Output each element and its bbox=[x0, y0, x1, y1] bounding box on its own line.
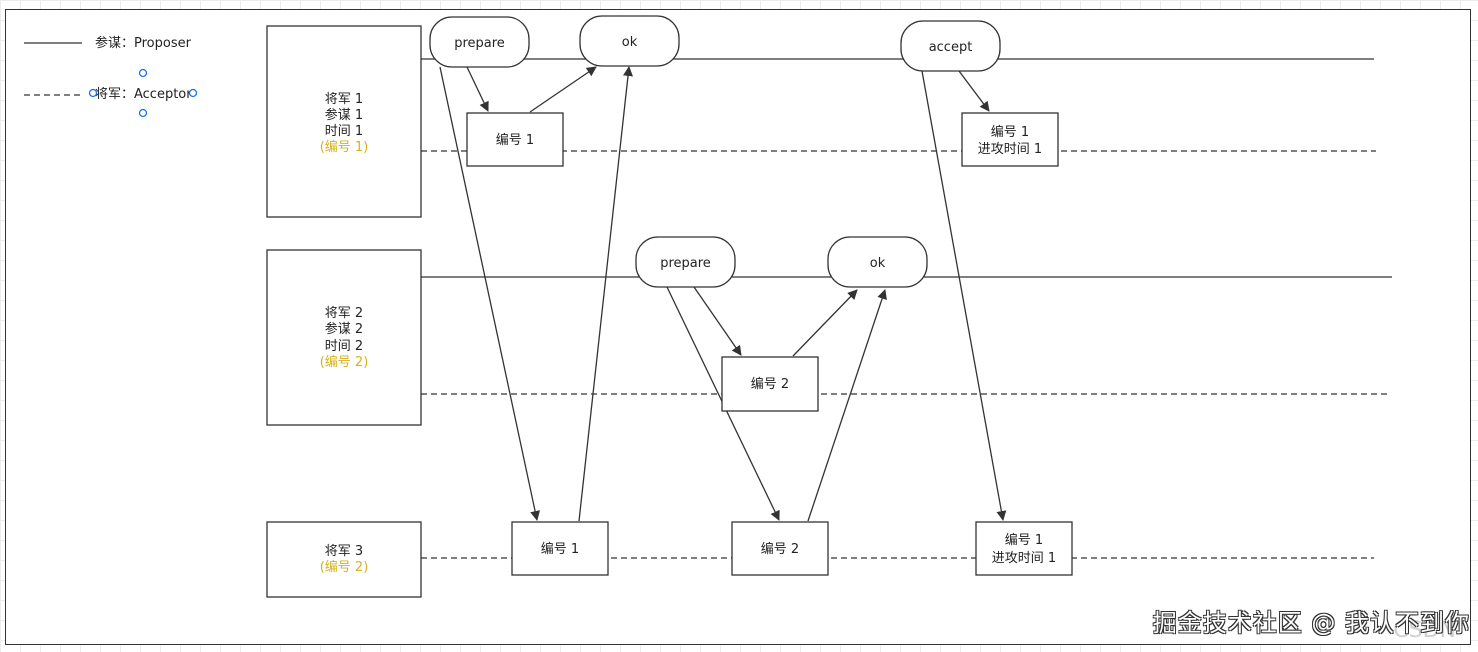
legend-acceptor-label[interactable]: 将军：Acceptor bbox=[95, 87, 192, 102]
message-prepare-2[interactable]: prepare bbox=[635, 236, 736, 288]
arrow-prepare2-to-g2 bbox=[693, 286, 742, 356]
selection-handle-bottom[interactable] bbox=[138, 108, 148, 118]
general-3-line-1: 将军 3 bbox=[325, 544, 363, 559]
arrow-g2-ok2 bbox=[792, 289, 858, 357]
message-ok-1[interactable]: ok bbox=[579, 15, 680, 67]
svg-text:ok: ok bbox=[622, 35, 638, 50]
arrow-accept-to-g1 bbox=[958, 70, 990, 112]
message-accept-1[interactable]: accept bbox=[900, 20, 1001, 72]
selection-handle-right[interactable] bbox=[188, 88, 198, 98]
svg-text:进攻时间 1: 进攻时间 1 bbox=[978, 142, 1042, 157]
general-1-line-1: 将军 1 bbox=[325, 92, 363, 107]
general-1-proposal-number: (编号 1) bbox=[320, 140, 369, 155]
svg-text:进攻时间 1: 进攻时间 1 bbox=[992, 551, 1056, 566]
svg-text:编号 2: 编号 2 bbox=[751, 377, 789, 392]
general-3-proposal-number: (编号 2) bbox=[320, 560, 369, 575]
svg-text:编号 1: 编号 1 bbox=[991, 125, 1029, 140]
arrow-prepare1-to-g1 bbox=[466, 66, 489, 112]
legend-proposer-label: 参谋：Proposer bbox=[95, 35, 192, 51]
state-box-g3-accept[interactable]: 编号 1 进攻时间 1 bbox=[975, 521, 1073, 576]
watermark-csdn: CSDN bbox=[1393, 618, 1456, 643]
svg-text:prepare: prepare bbox=[454, 36, 505, 51]
arrow-g1-ok1 bbox=[529, 66, 597, 113]
svg-text:编号 1: 编号 1 bbox=[541, 542, 579, 557]
legend: 参谋：Proposer 将军：Acceptor bbox=[24, 35, 198, 118]
general-3-box[interactable]: 将军 3 (编号 2) bbox=[266, 521, 422, 598]
state-box-g1-number-1[interactable]: 编号 1 bbox=[466, 112, 564, 167]
message-ok-2[interactable]: ok bbox=[827, 236, 928, 288]
state-box-g2-number-2[interactable]: 编号 2 bbox=[721, 356, 819, 412]
selection-handle-top[interactable] bbox=[138, 68, 148, 78]
svg-text:编号 1: 编号 1 bbox=[1005, 533, 1043, 548]
general-2-line-2: 参谋 2 bbox=[325, 321, 363, 337]
state-box-g3-number-1[interactable]: 编号 1 bbox=[511, 521, 609, 576]
arrow-g3-ok1 bbox=[578, 66, 633, 522]
svg-text:accept: accept bbox=[929, 40, 973, 55]
svg-text:编号 2: 编号 2 bbox=[761, 542, 799, 557]
general-2-box[interactable]: 将军 2 参谋 2 时间 2 (编号 2) bbox=[266, 249, 422, 426]
message-prepare-1[interactable]: prepare bbox=[429, 16, 530, 68]
general-2-line-3: 时间 2 bbox=[325, 339, 363, 354]
state-box-g1-accept[interactable]: 编号 1 进攻时间 1 bbox=[961, 112, 1059, 167]
selection-handle-left[interactable] bbox=[88, 88, 98, 98]
general-2-line-1: 将军 2 bbox=[325, 306, 363, 321]
general-2-proposal-number: (编号 2) bbox=[320, 355, 369, 370]
arrow-g3-ok2 bbox=[807, 289, 887, 522]
state-box-g3-number-2[interactable]: 编号 2 bbox=[731, 521, 829, 576]
general-1-line-3: 时间 1 bbox=[325, 124, 363, 139]
arrow-accept-to-g3 bbox=[921, 70, 1007, 521]
arrow-prepare1-to-g3 bbox=[439, 66, 541, 521]
watermark: 掘金技术社区 @ 我认不到你 bbox=[1152, 609, 1470, 637]
svg-text:编号 1: 编号 1 bbox=[496, 133, 534, 148]
svg-text:prepare: prepare bbox=[660, 256, 711, 271]
general-1-box[interactable]: 将军 1 参谋 1 时间 1 (编号 1) bbox=[266, 25, 422, 218]
svg-text:ok: ok bbox=[870, 256, 886, 271]
general-1-line-2: 参谋 1 bbox=[325, 107, 363, 123]
